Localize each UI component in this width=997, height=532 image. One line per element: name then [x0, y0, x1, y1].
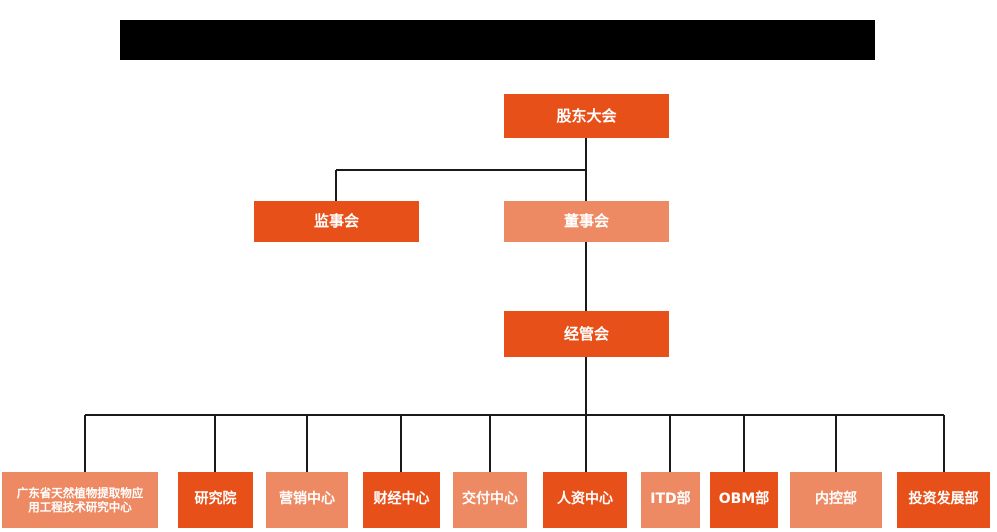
- node-label: 监事会: [313, 212, 359, 231]
- node-hr-center[interactable]: 人资中心: [543, 472, 627, 528]
- node-board-of-supervisors[interactable]: 监事会: [254, 201, 419, 242]
- node-label: 人资中心: [557, 491, 613, 508]
- node-marketing-center[interactable]: 营销中心: [266, 472, 348, 528]
- node-label: 财经中心: [373, 491, 430, 508]
- node-label: ITD部: [650, 491, 691, 508]
- node-delivery-center[interactable]: 交付中心: [453, 472, 527, 528]
- node-investment-development-department[interactable]: 投资发展部: [897, 472, 990, 528]
- node-label-line-2: 用工程技术研究中心: [28, 500, 132, 514]
- node-label: 股东大会: [556, 106, 617, 125]
- node-label-line-1: 广东省天然植物提取物应: [16, 485, 144, 500]
- redacted-title-banner: [120, 20, 875, 60]
- node-label: 内控部: [815, 491, 857, 508]
- node-guangdong-research-center[interactable]: 广东省天然植物提取物应 用工程技术研究中心: [2, 472, 158, 528]
- node-internal-control-department[interactable]: 内控部: [790, 472, 882, 528]
- node-obm-department[interactable]: OBM部: [710, 472, 778, 528]
- node-label: 研究院: [194, 491, 237, 508]
- node-label: 交付中心: [462, 491, 518, 508]
- node-label: OBM部: [718, 491, 770, 508]
- node-research-institute[interactable]: 研究院: [178, 472, 253, 528]
- node-label: 营销中心: [279, 491, 335, 508]
- node-label: 投资发展部: [908, 491, 979, 508]
- node-label: 董事会: [563, 212, 609, 231]
- node-label: 经管会: [563, 324, 609, 343]
- node-shareholders-meeting[interactable]: 股东大会: [504, 94, 669, 138]
- node-management-committee[interactable]: 经管会: [504, 311, 669, 357]
- node-board-of-directors[interactable]: 董事会: [504, 201, 669, 242]
- node-itd-department[interactable]: ITD部: [641, 472, 700, 528]
- node-finance-center[interactable]: 财经中心: [363, 472, 440, 528]
